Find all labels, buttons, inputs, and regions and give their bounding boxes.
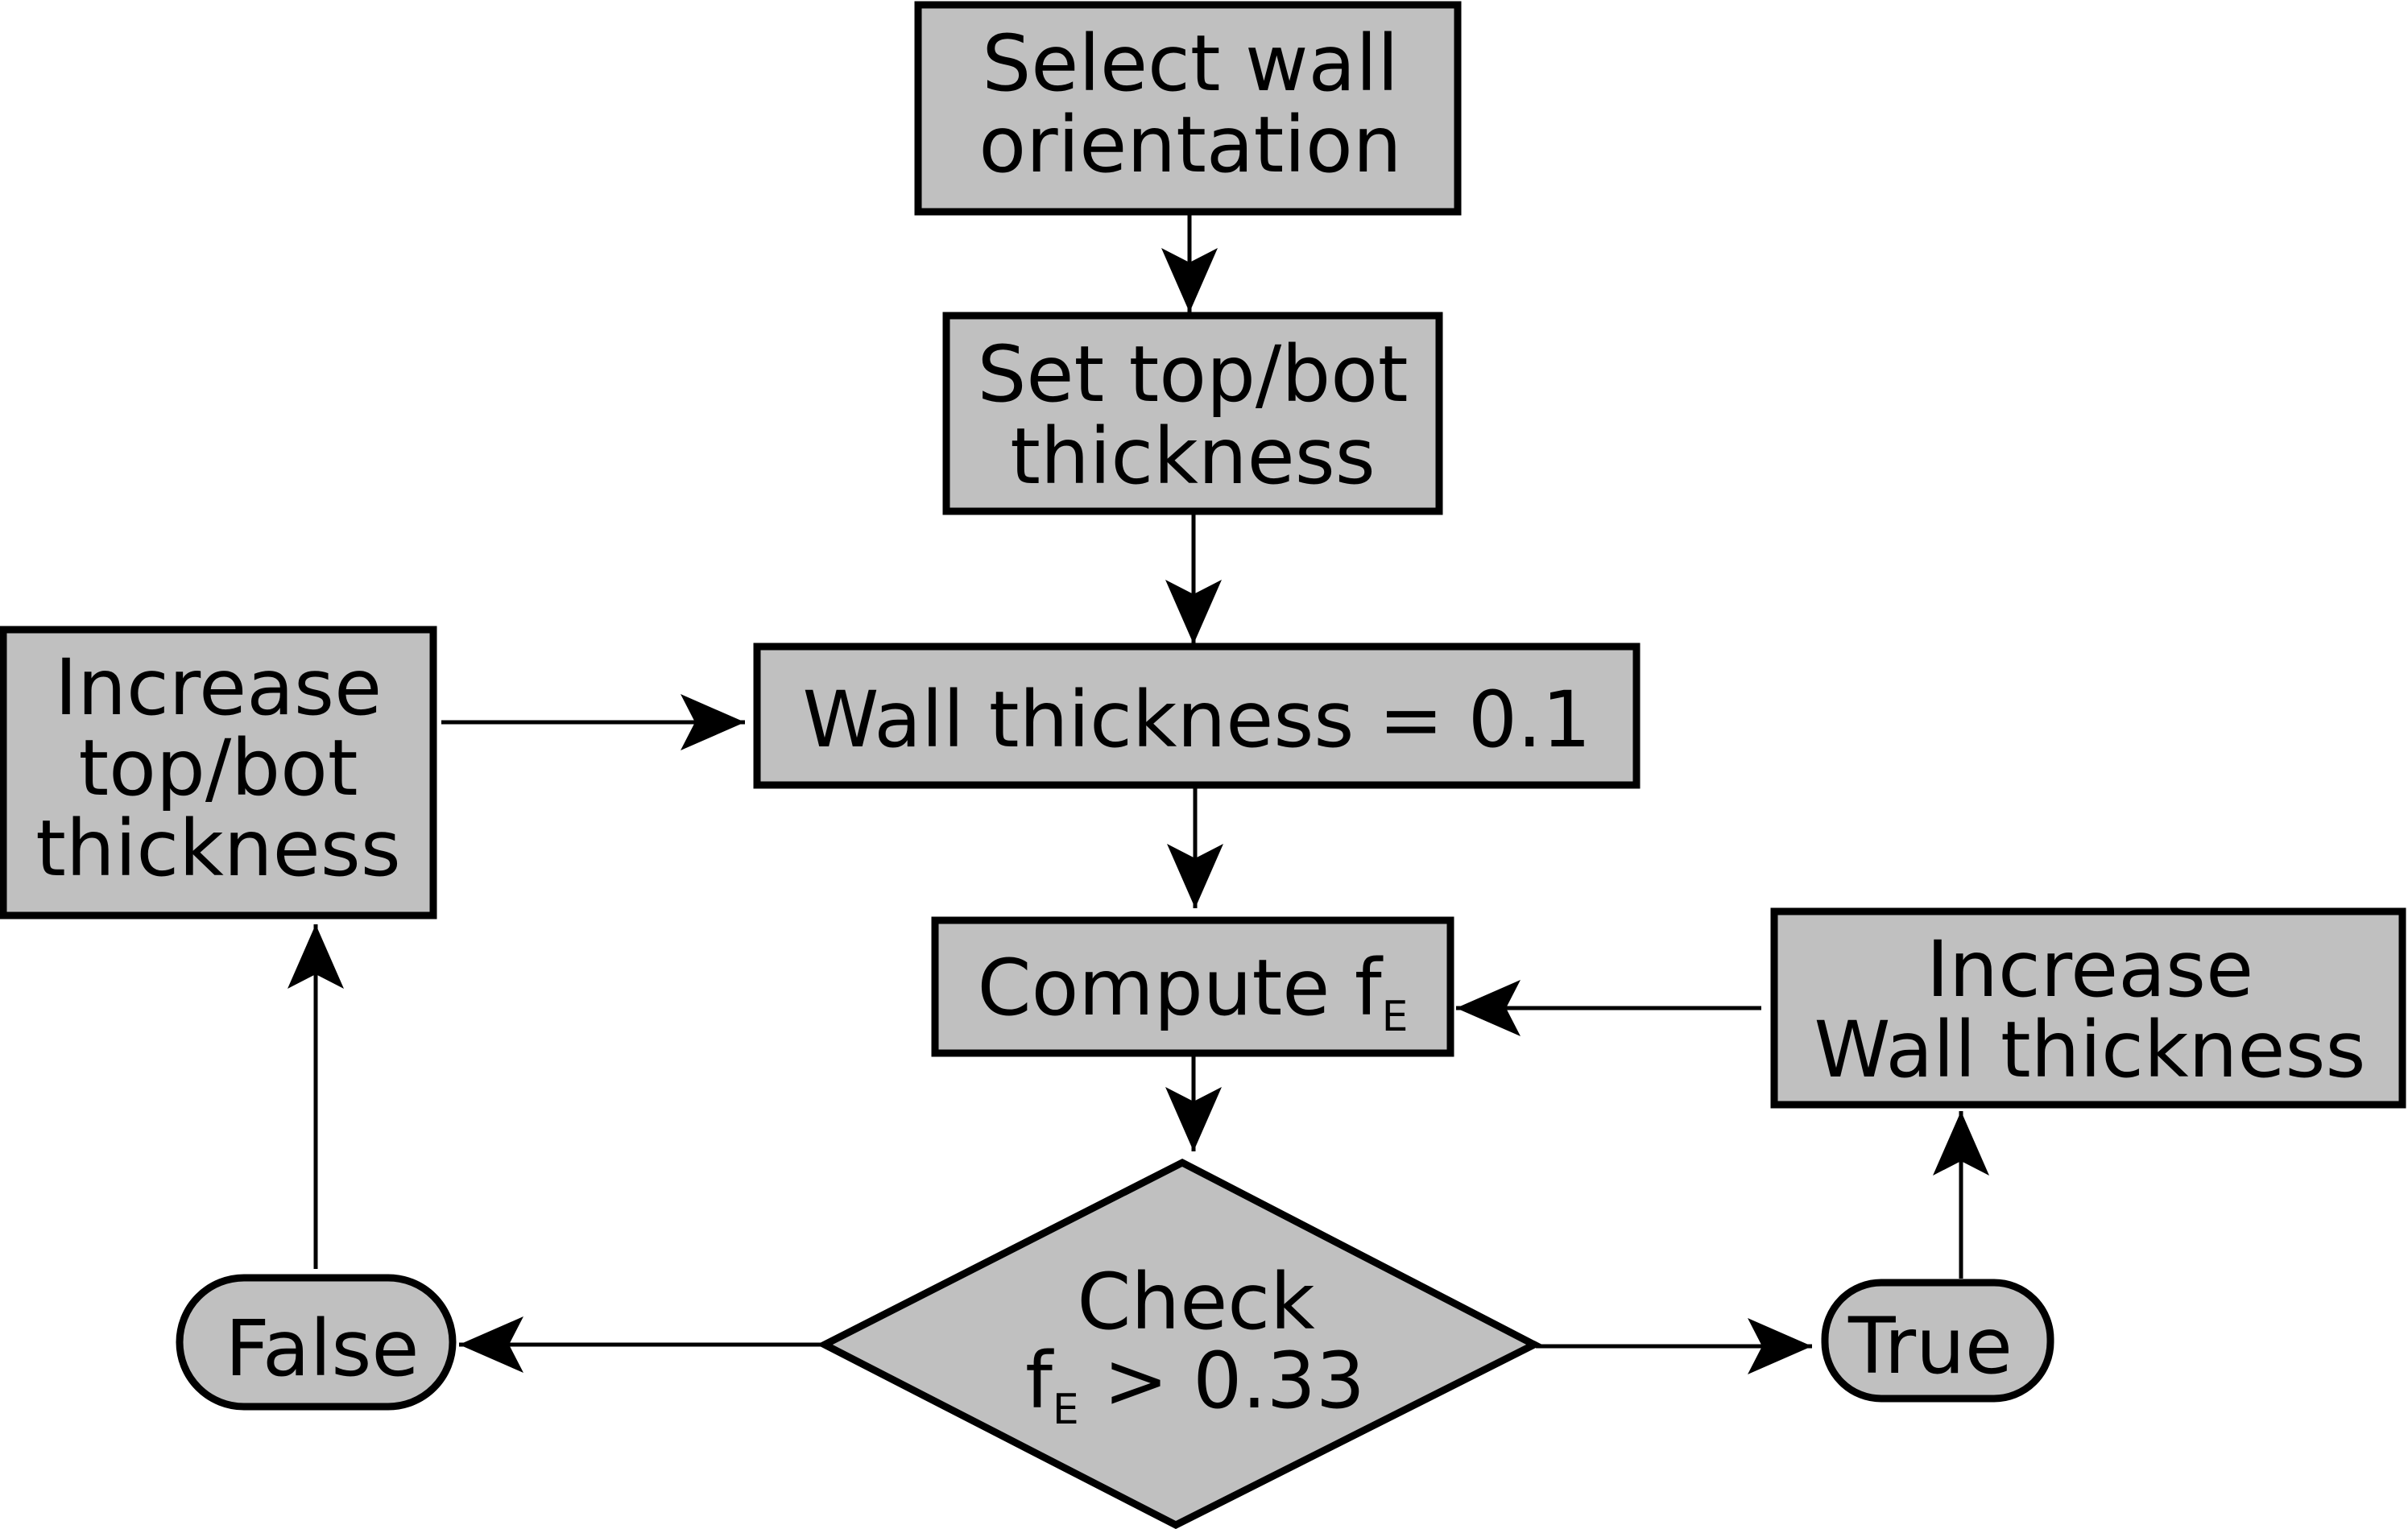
node-check-line-2: fE > 0.33 [1025,1336,1365,1434]
node-increase-wall-thickness: Increase Wall thickness [1770,907,2406,1109]
node-increase-topbot-line-2: top/bot [79,723,358,813]
node-wall-thickness-initial: Wall thickness = 0.1 [753,643,1641,789]
node-check-line-1: Check [1077,1257,1315,1347]
node-select-wall-line-1: Select wall [982,19,1398,109]
node-set-topbot-line-2: thickness [1010,411,1375,502]
node-increase-topbot-line-3: thickness [35,804,400,894]
compute-text: Compute f [978,943,1384,1033]
node-select-wall-line-2: orientation [979,100,1401,190]
node-increase-topbot-line-1: Increase [55,643,382,733]
compute-subscript: E [1382,993,1409,1041]
check-subscript: E [1053,1386,1079,1434]
node-increase-wall-line-2: Wall thickness [1814,1005,2366,1095]
node-check-decision: Check fE > 0.33 [817,1158,1542,1529]
node-compute-label: Compute fE [978,943,1409,1041]
check-f: f [1025,1336,1054,1426]
terminal-false-label: False [225,1304,420,1394]
node-select-wall-orientation: Select wall orientation [914,1,1462,216]
node-compute-fe: Compute fE [931,916,1454,1057]
check-condition: > 0.33 [1079,1336,1365,1426]
terminal-false: False [176,1274,457,1411]
terminal-true-label: True [1847,1301,2013,1391]
node-set-topbot-thickness: Set top/bot thickness [942,312,1443,515]
node-increase-wall-line-1: Increase [1926,924,2253,1015]
terminal-true: True [1821,1279,2054,1403]
node-increase-topbot-thickness: Increase top/bot thickness [0,626,437,919]
node-wall-thickness-label: Wall thickness = 0.1 [802,675,1591,765]
node-set-topbot-line-1: Set top/bot [977,329,1408,419]
